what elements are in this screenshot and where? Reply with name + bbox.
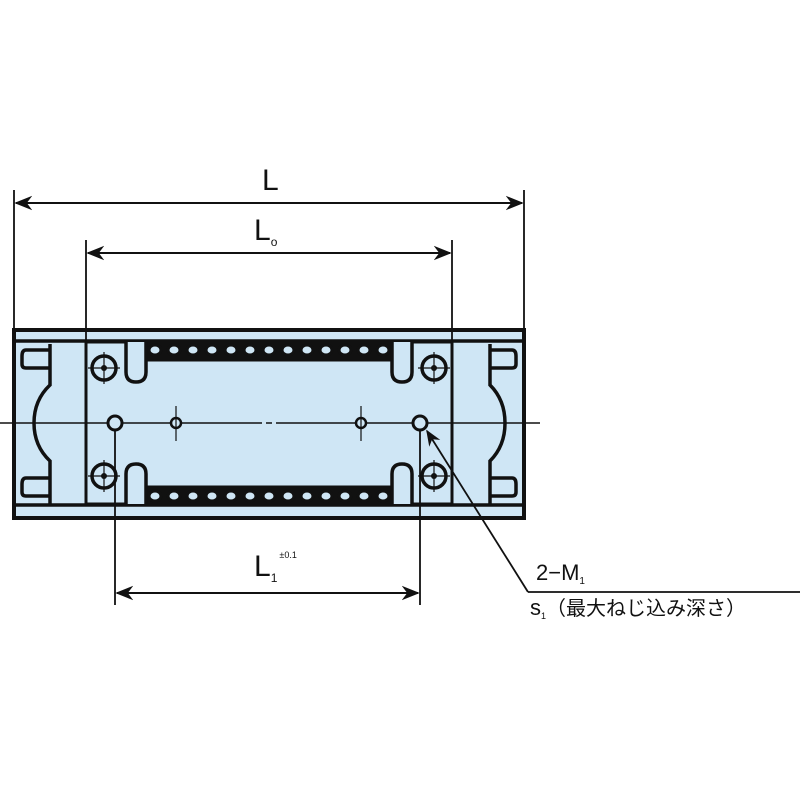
dim-symbol: L [254,214,271,247]
dim-symbol: L [262,164,279,197]
depth-note: （最大ねじ込み深さ） [546,596,747,620]
hole-centers [101,365,437,479]
depth-symbol: s [530,595,541,620]
dim-tolerance: ±0.1 [279,550,297,560]
inner-channel [146,358,392,489]
dim-subscript: o [270,235,278,249]
dim-label-L: L [262,166,279,196]
dim-symbol: L [254,550,271,583]
leader-line [426,429,800,593]
ball-row-bottom [146,488,392,505]
thread-subscript: 1 [579,576,585,587]
dim-label-Lo: Lo [254,214,278,249]
ball-row-top [146,341,392,359]
depth-subscript: 1 [541,611,547,621]
dim-subscript: 1 [270,571,278,585]
thread-label: 2−M [536,560,580,585]
dim-label-L1: L1 ±0.1 [254,550,297,585]
thread-callout: 2−M1 [536,560,585,587]
depth-callout: s1（最大ねじ込み深さ） [530,595,747,621]
return-slots [124,342,414,504]
dimension-lines [14,195,524,601]
extension-lines [13,190,525,605]
oil-hole-ticks [175,406,362,441]
threaded-holes [106,414,429,432]
